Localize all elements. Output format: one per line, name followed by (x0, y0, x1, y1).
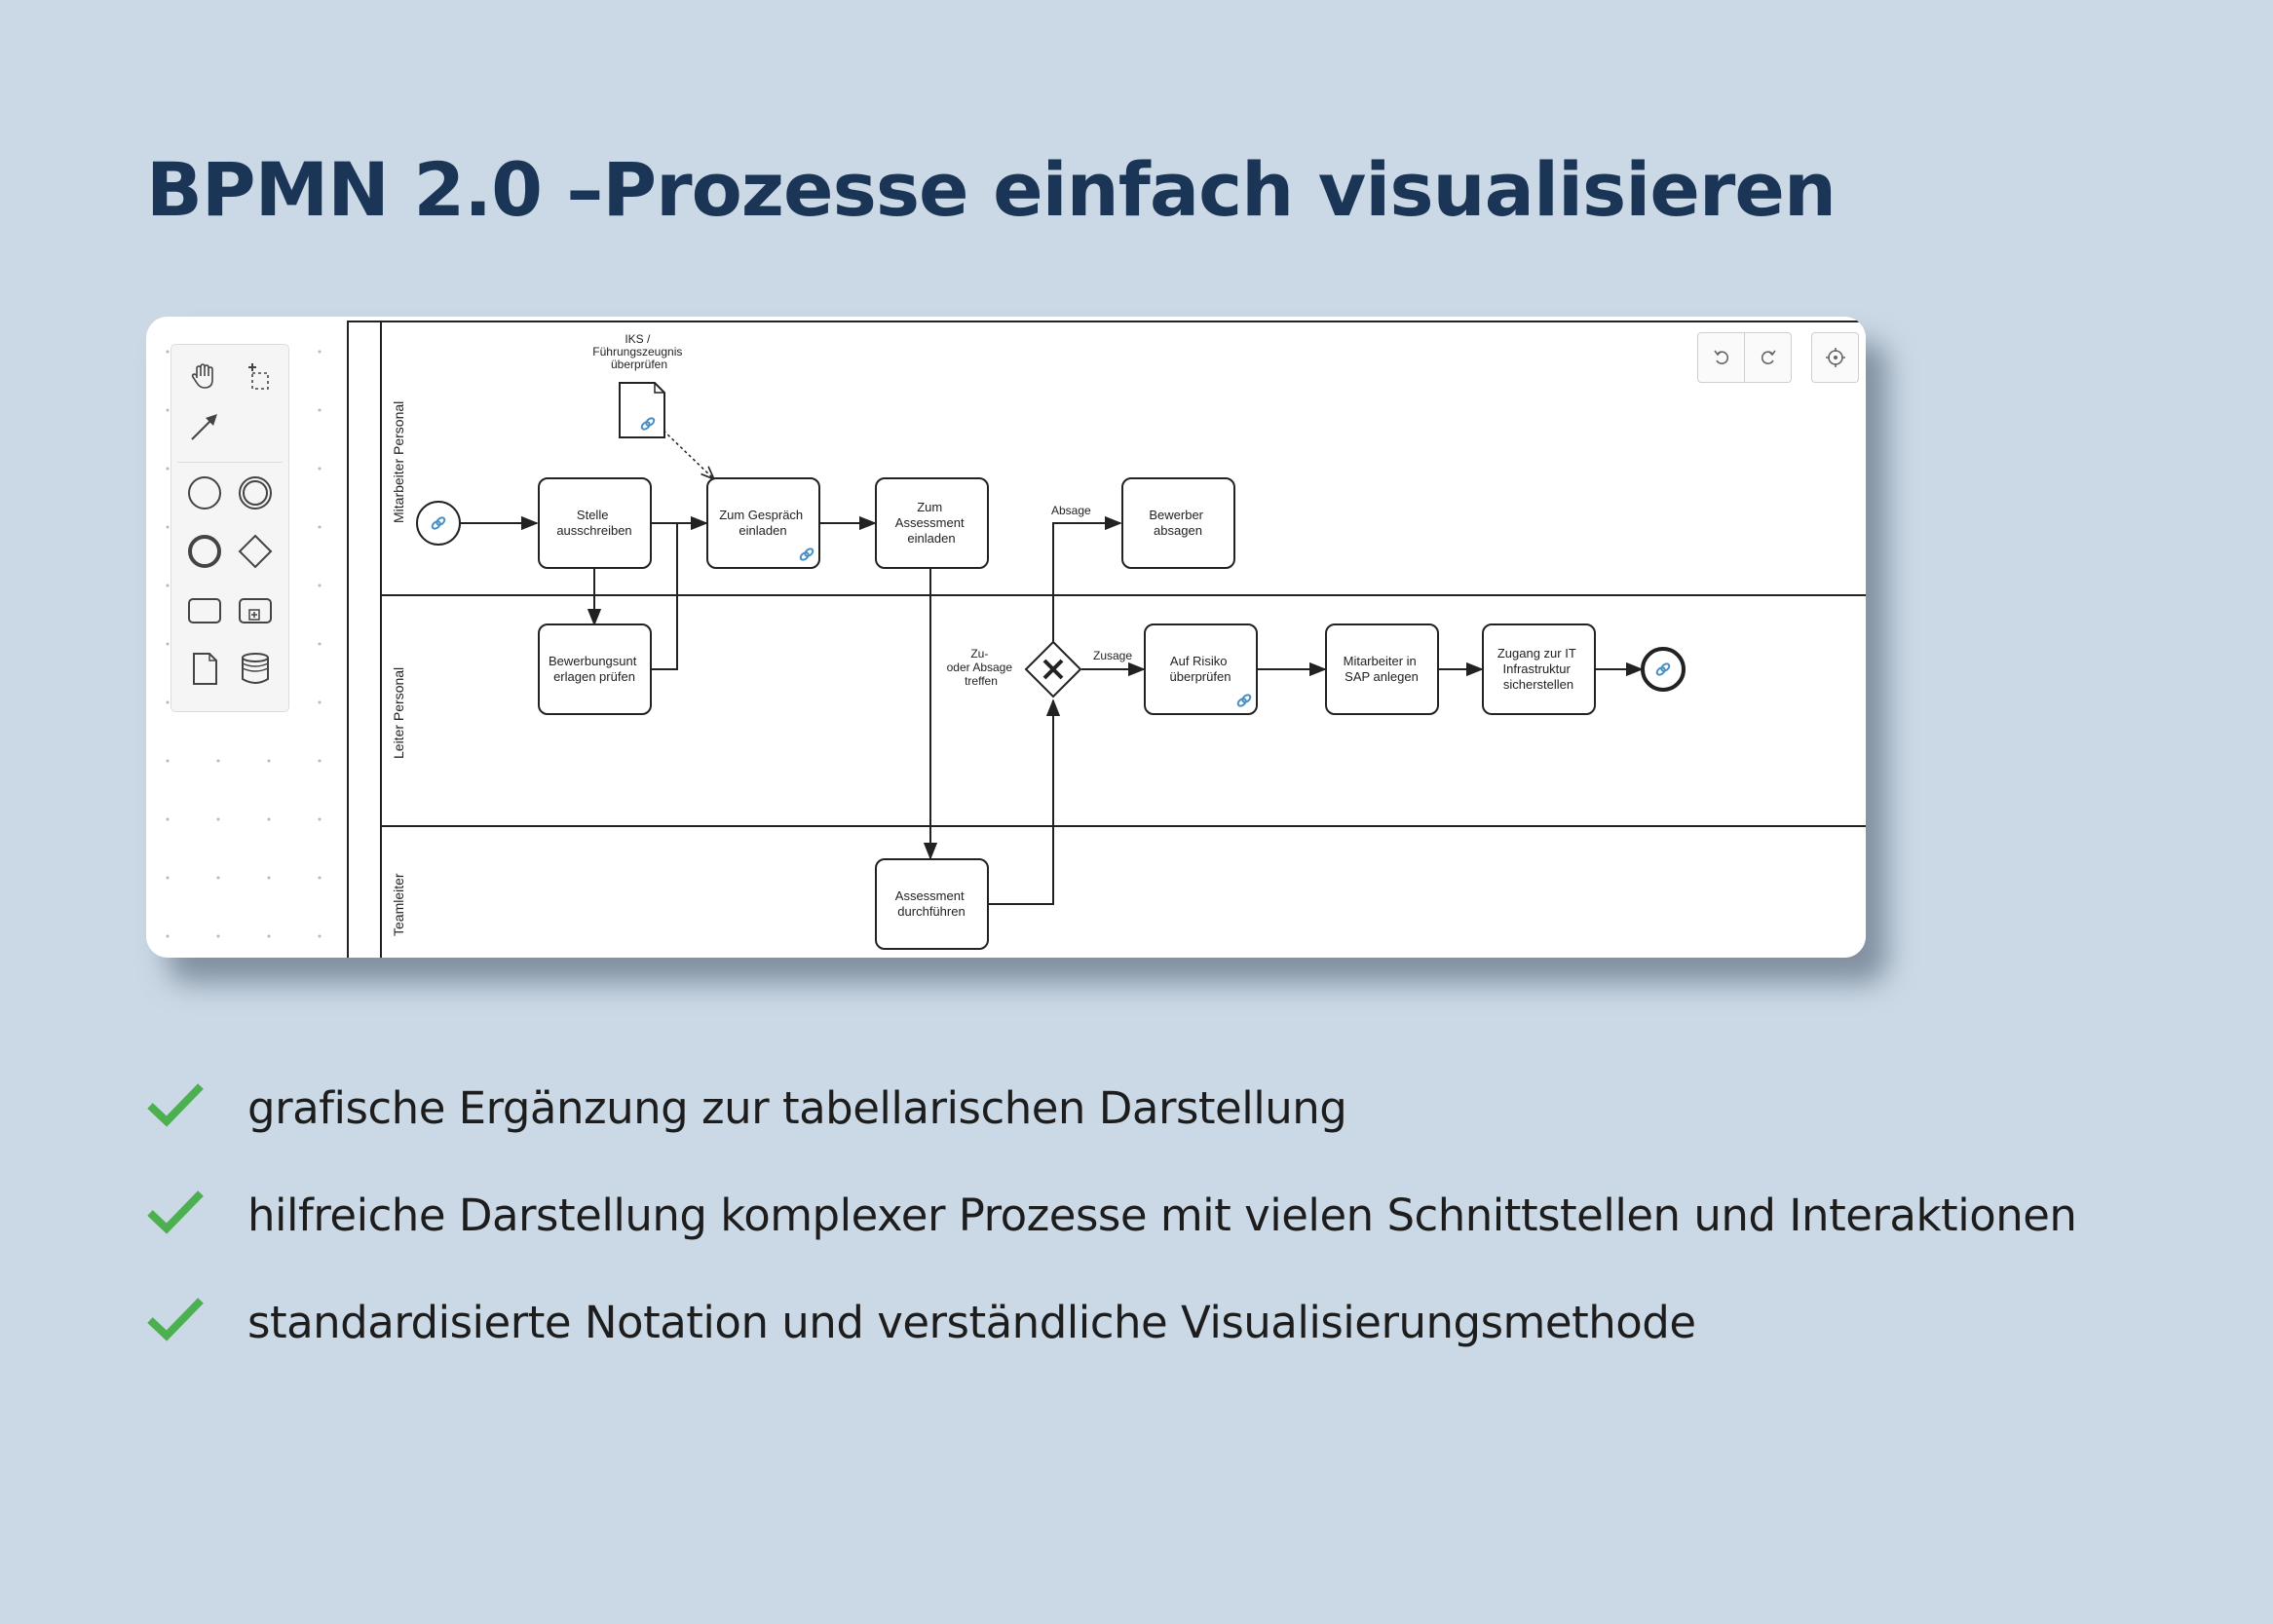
svg-text:Stelle ausschreiben: Stelle ausschreiben (556, 508, 631, 538)
subprocess-icon[interactable] (234, 588, 277, 631)
recenter-icon (1825, 348, 1845, 367)
start-event[interactable] (416, 501, 461, 546)
task-mitarbeiter-in-sap-anlegen[interactable]: Mitarbeiter in SAP anlegen (1325, 623, 1439, 715)
recenter-group (1811, 332, 1859, 383)
task-label: Zum (917, 500, 942, 514)
task-label: Stelle (577, 508, 609, 522)
connect-tool-icon[interactable] (183, 405, 226, 448)
task-label: absagen (1154, 523, 1202, 538)
task-label: Mitarbeiter in (1344, 654, 1417, 668)
exclusive-gateway[interactable]: Zu- oder Absage treffen (947, 640, 1082, 699)
svg-text:Mitarbeiter in SAP anl: Mitarbeiter in SAP anlegen (1344, 654, 1421, 684)
data-object-icon[interactable] (183, 647, 226, 690)
data-object-label: Führungszeugnis (592, 345, 682, 359)
lane-label-leiter-personal: Leiter Personal (391, 667, 406, 759)
task-label: überprüfen (1170, 669, 1231, 684)
task-assessment-durchfuehren[interactable]: Assessment durchführen (875, 858, 989, 950)
lane-label-mitarbeiter-personal: Mitarbeiter Personal (391, 401, 406, 523)
task-zum-gespraech-einladen[interactable]: Zum Gespräch einladen (706, 477, 820, 569)
feature-text: standardisierte Notation und verständlic… (247, 1297, 1696, 1348)
svg-text:Zugang zur IT Infrastr: Zugang zur IT Infrastruktur sicherstelle… (1497, 646, 1579, 692)
svg-text:Zum Gespräch einladen: Zum Gespräch einladen (719, 508, 807, 538)
feature-text: hilfreiche Darstellung komplexer Prozess… (247, 1190, 2077, 1241)
lasso-tool-icon[interactable] (234, 355, 277, 397)
svg-text:Bewerbungsunt erlagen: Bewerbungsunt erlagen prüfen (549, 654, 640, 684)
data-object-label: IKS / (625, 332, 651, 346)
flow-label-absage: Absage (1051, 504, 1091, 517)
undo-button[interactable] (1698, 333, 1744, 382)
svg-text:Assessment durchführen: Assessment durchführen (895, 888, 967, 919)
task-label: erlagen prüfen (553, 669, 635, 684)
data-object-label: überprüfen (611, 358, 667, 371)
gateway-label: oder Absage (947, 661, 1013, 674)
task-label: Bewerbungsunt (549, 654, 637, 668)
task-label: einladen (907, 531, 955, 546)
start-event-icon[interactable] (183, 472, 226, 514)
recenter-button[interactable] (1812, 333, 1858, 382)
list-item: grafische Ergänzung zur tabellarischen D… (146, 1076, 2076, 1184)
task-bewerbungsunterlagen-pruefen[interactable]: Bewerbungsunt erlagen prüfen (538, 623, 652, 715)
data-object[interactable]: IKS / Führungszeugnis überprüfen (592, 332, 685, 438)
flow-label-zusage: Zusage (1093, 649, 1132, 662)
feature-list: grafische Ergänzung zur tabellarischen D… (146, 1076, 2077, 1398)
list-item: hilfreiche Darstellung komplexer Prozess… (146, 1184, 2077, 1291)
task-zugang-zur-it-infrastruktur[interactable]: Zugang zur IT Infrastruktur sicherstelle… (1482, 623, 1596, 715)
task-label: sicherstellen (1503, 677, 1573, 692)
task-label: Auf Risiko (1170, 654, 1228, 668)
svg-text:IKS / Führungszeugnis: IKS / Führungszeugnis überprüfen (592, 332, 685, 371)
task-label: Assessment (895, 888, 965, 903)
gateway-label: treffen (965, 674, 998, 688)
svg-text:Zu- oder Absage: Zu- oder Absage treffen (947, 647, 1016, 688)
data-store-icon[interactable] (234, 647, 277, 690)
checkmark-icon (147, 1298, 204, 1341)
task-label: Zum Gespräch (719, 508, 803, 522)
intermediate-event-icon[interactable] (234, 472, 277, 514)
lane-label-teamleiter: Teamleiter (391, 873, 406, 936)
task-label: durchführen (897, 904, 965, 919)
redo-button[interactable] (1744, 333, 1791, 382)
task-label: Zugang zur IT (1497, 646, 1576, 661)
task-stelle-ausschreiben[interactable]: Stelle ausschreiben (538, 477, 652, 569)
task-icon[interactable] (183, 588, 226, 631)
bpmn-canvas[interactable]: Mitarbeiter Personal Leiter Personal Tea… (146, 317, 1866, 958)
end-event[interactable] (1641, 647, 1686, 692)
checkmark-icon (147, 1083, 204, 1127)
task-label: ausschreiben (556, 523, 631, 538)
hand-tool-icon[interactable] (183, 355, 226, 397)
feature-text: grafische Ergänzung zur tabellarischen D… (247, 1082, 1347, 1134)
task-label: Bewerber (1149, 508, 1203, 522)
tool-palette (170, 344, 289, 712)
svg-text:Zum Assessment: Zum Assessment einladen (895, 500, 967, 546)
task-label: SAP anlegen (1345, 669, 1419, 684)
bpmn-editor-panel: Mitarbeiter Personal Leiter Personal Tea… (146, 317, 1866, 958)
checkmark-icon (147, 1190, 204, 1234)
svg-text:Auf Risiko überprüfen: Auf Risiko überprüfen (1170, 654, 1231, 684)
undo-icon (1713, 350, 1728, 364)
task-label: Assessment (895, 515, 965, 530)
task-bewerber-absagen[interactable]: Bewerber absagen (1121, 477, 1235, 569)
gateway-icon[interactable] (234, 530, 277, 573)
task-zum-assessment-einladen[interactable]: Zum Assessment einladen (875, 477, 989, 569)
task-label: einladen (739, 523, 786, 538)
undo-redo-group (1697, 332, 1792, 383)
task-auf-risiko-pruefen[interactable]: Auf Risiko überprüfen (1144, 623, 1258, 715)
list-item: standardisierte Notation und verständlic… (146, 1291, 2076, 1398)
page-title: BPMN 2.0 –Prozesse einfach visualisieren (146, 146, 1837, 233)
gateway-label: Zu- (970, 647, 988, 661)
svg-text:Bewerber absagen: Bewerber absagen (1149, 508, 1206, 538)
end-event-icon[interactable] (183, 530, 226, 573)
redo-icon (1761, 350, 1776, 364)
task-label: Infrastruktur (1503, 661, 1572, 676)
